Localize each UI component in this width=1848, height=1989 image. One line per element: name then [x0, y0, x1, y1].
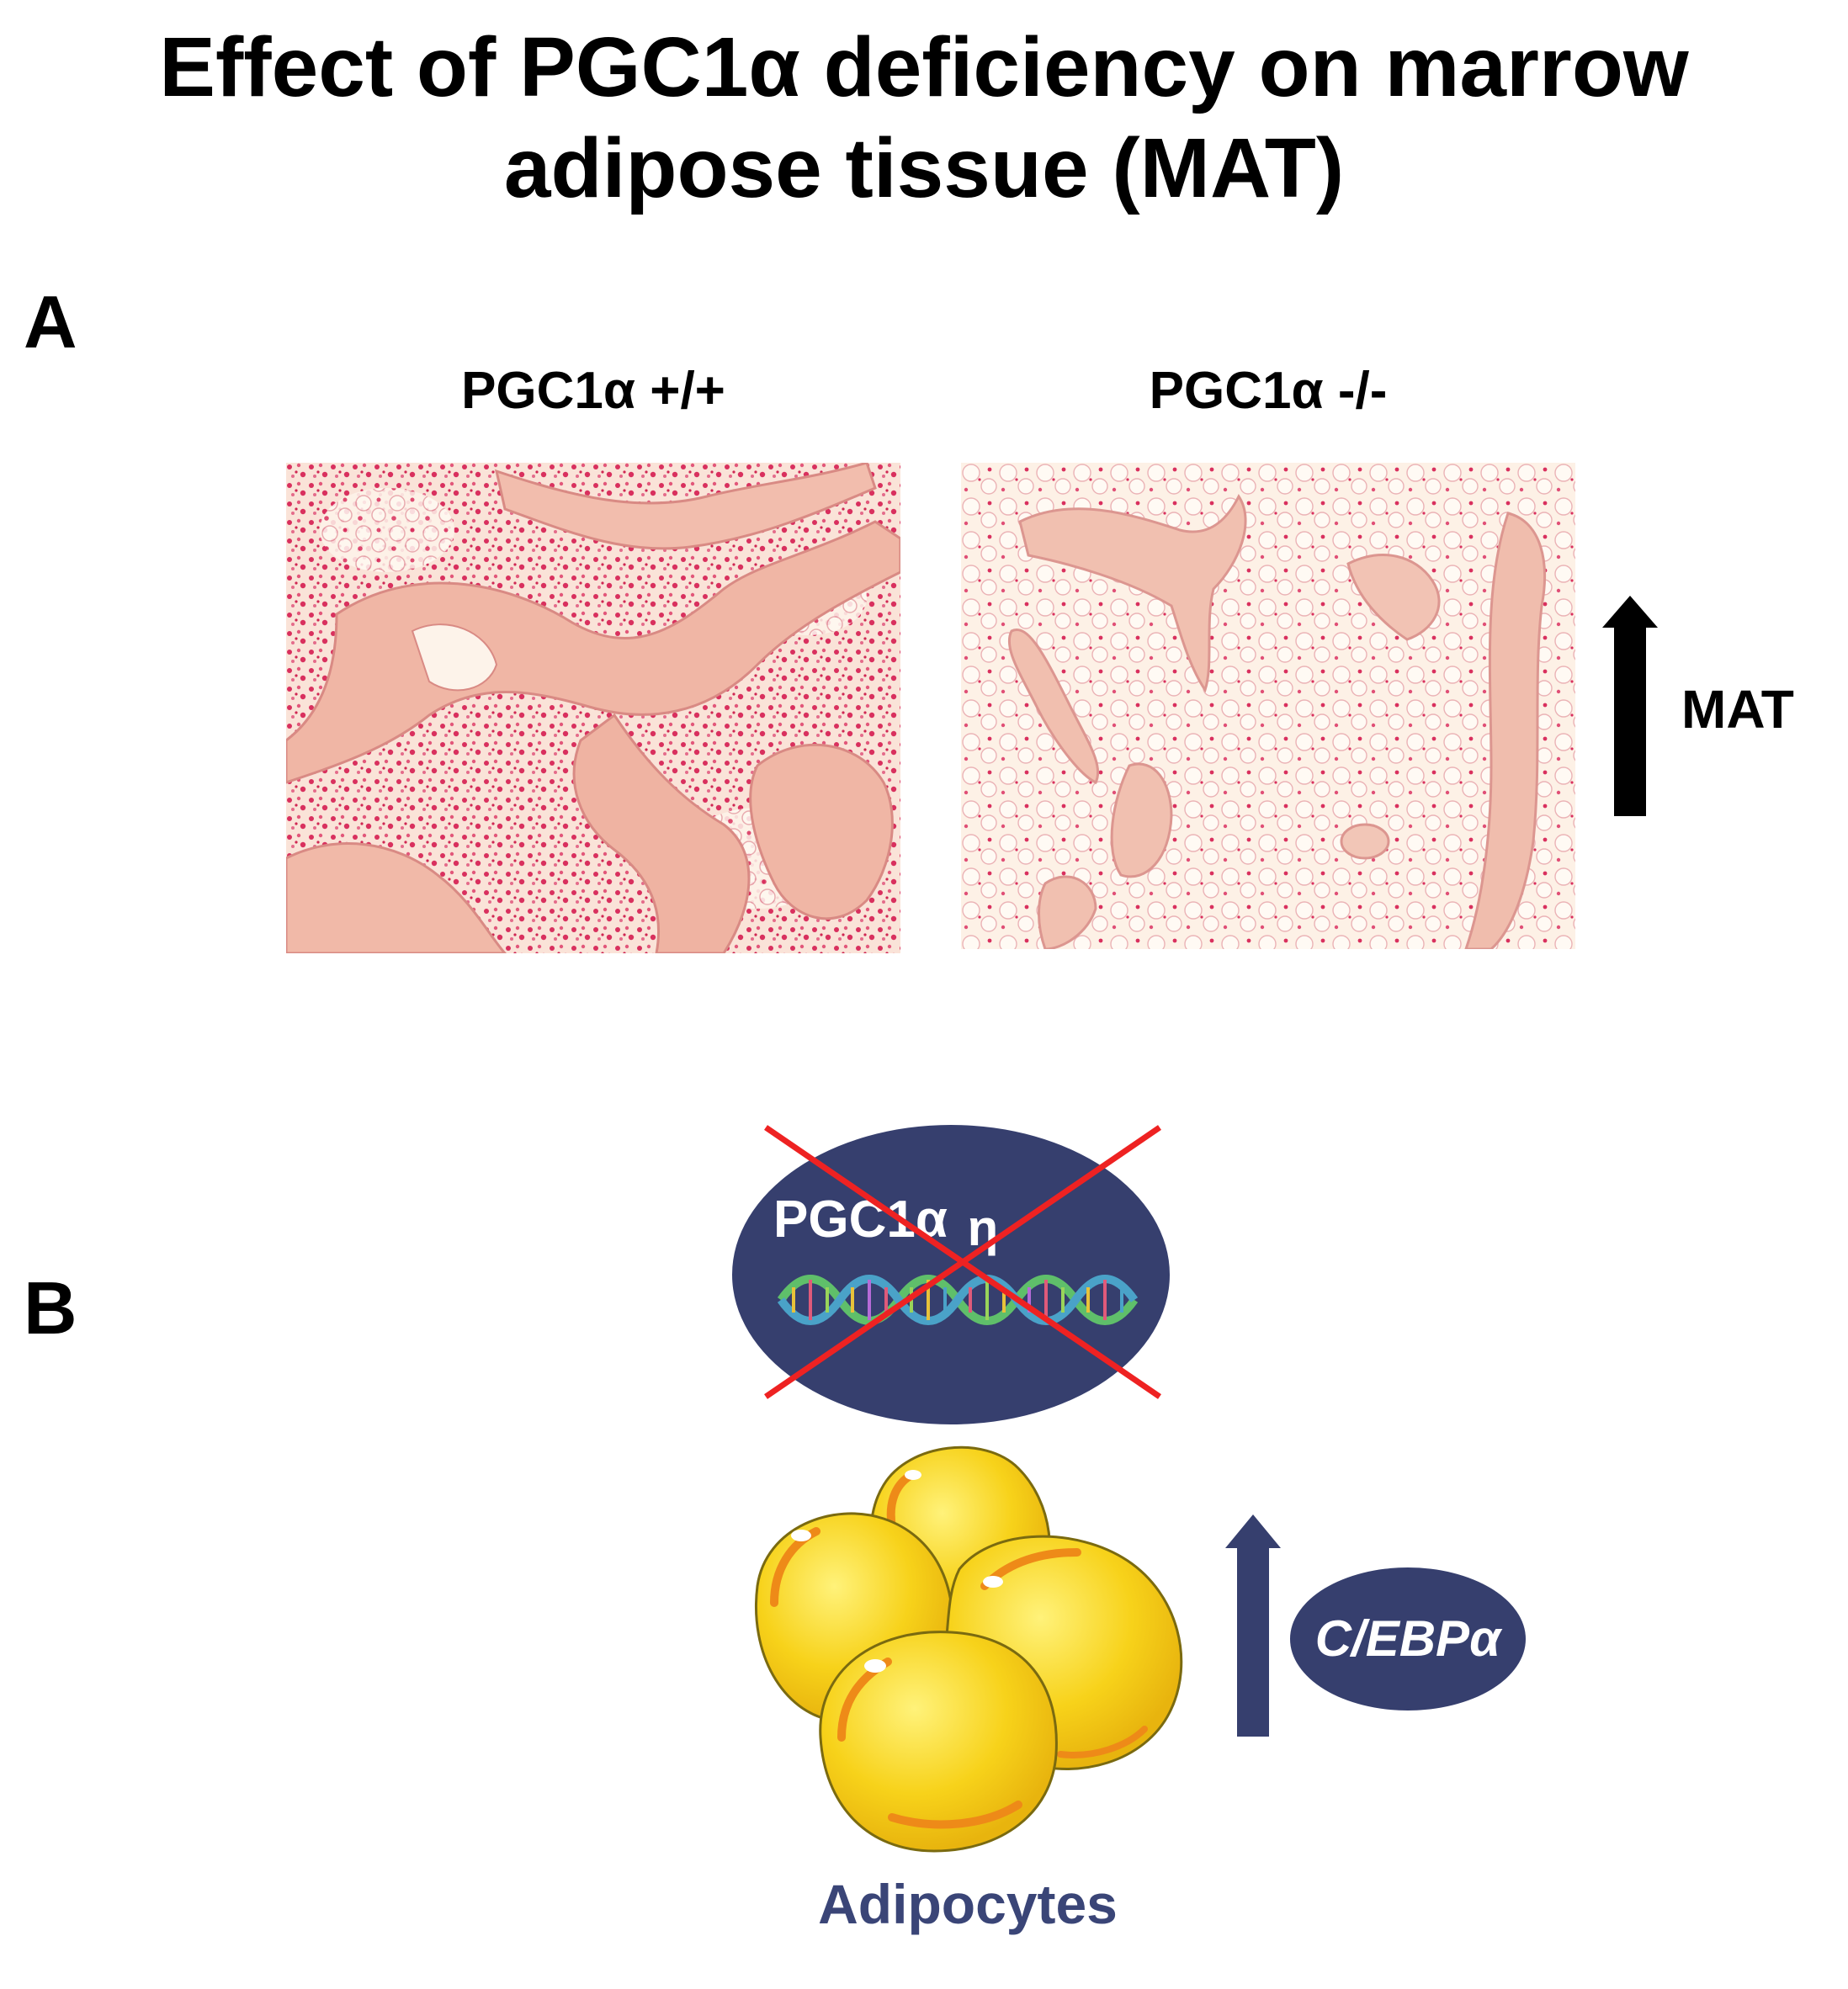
wildtype-heading: PGC1α +/+ [461, 362, 725, 420]
knockout-histology-image [961, 463, 1575, 949]
title-line-1: Effect of PGC1α deficiency on marrow [159, 20, 1689, 114]
mat-label: MAT [1681, 679, 1794, 740]
cross-out-icon [764, 1125, 1161, 1399]
figure-title: Effect of PGC1α deficiency on marrow adi… [0, 17, 1848, 219]
wildtype-histology-image [286, 463, 900, 953]
knockout-heading: PGC1α -/- [1149, 362, 1388, 420]
pgc1a-gene-knockout: PGC1α η [730, 1115, 1176, 1426]
adipocytes-label: Adipocytes [818, 1873, 1118, 1935]
adipocyte-cluster-icon [741, 1435, 1195, 1855]
up-arrow-icon [1602, 596, 1658, 816]
cebpa-oval: C/EBPα [1289, 1567, 1527, 1711]
gene-label: PGC1α [773, 1191, 948, 1249]
mat-increase-arrow [1602, 596, 1658, 816]
cebpa-label: C/EBPα [1315, 1610, 1503, 1667]
panel-b-label: B [24, 1266, 77, 1350]
up-arrow-icon [1225, 1514, 1281, 1737]
panel-a-label: A [24, 280, 77, 363]
dna-helix-icon [777, 1275, 1139, 1325]
title-line-2: adipose tissue (MAT) [503, 121, 1345, 215]
cebpa-increase-arrow [1225, 1514, 1281, 1737]
